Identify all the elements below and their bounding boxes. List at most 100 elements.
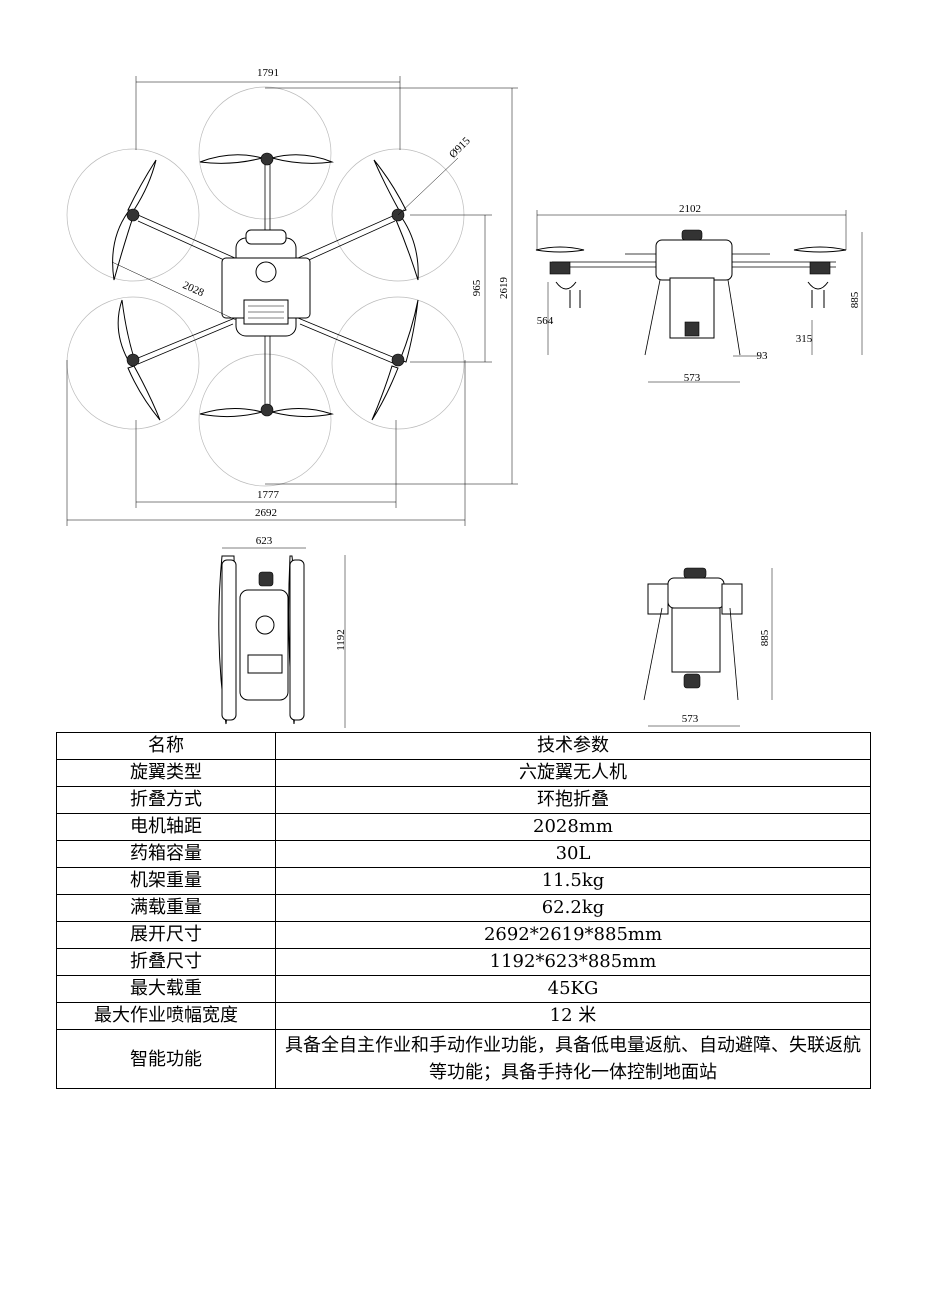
motor-icon	[549, 261, 571, 275]
dim-label-front-right: 315	[796, 333, 813, 345]
spec-value-cell: 2692*2619*885mm	[275, 921, 871, 949]
dim-line	[111, 261, 237, 321]
arm	[137, 323, 234, 365]
propeller-blade	[399, 299, 419, 363]
dim-label-folded-length: 1192	[335, 629, 347, 651]
spec-value-cell: 六旋翼无人机	[275, 759, 871, 787]
front-view-drawing: 2102 885 564 315 93 573	[535, 203, 863, 384]
arm	[137, 214, 236, 259]
side-motor-block	[721, 583, 743, 615]
arm	[297, 317, 396, 359]
arm	[299, 220, 396, 265]
propeller-blade	[112, 211, 135, 281]
arm	[137, 220, 234, 265]
spec-name-cell: 旋翼类型	[56, 759, 276, 787]
spec-value-cell: 30L	[275, 840, 871, 868]
dim-label-front-base: 573	[684, 372, 701, 384]
antenna-cap	[683, 567, 707, 579]
dim-label-height-total: 2619	[498, 277, 510, 300]
motor-icon	[126, 208, 140, 222]
spec-name-cell: 折叠尺寸	[56, 948, 276, 976]
spec-value-cell: 2028mm	[275, 813, 871, 841]
leader-line	[397, 157, 459, 216]
propeller-blade	[270, 154, 334, 164]
rotor-circle	[66, 148, 200, 282]
drone-body	[239, 589, 289, 701]
spec-value-cell: 11.5kg	[275, 867, 871, 895]
propeller-blade	[199, 408, 264, 418]
dim-label-side-base: 573	[682, 713, 699, 725]
drone-body	[667, 577, 725, 609]
dim-label-arm-span: 2028	[181, 279, 206, 299]
table-row: 满载重量 62.2kg	[56, 894, 871, 922]
arm	[137, 317, 236, 359]
dim-label-width-total: 2692	[255, 507, 277, 519]
spec-value-cell: 环抱折叠	[275, 786, 871, 814]
pump-icon	[684, 321, 700, 337]
antenna-cap	[681, 229, 703, 241]
dim-label-front-gap: 93	[757, 350, 769, 362]
spec-value-cell: 45KG	[275, 975, 871, 1003]
spec-name-cell: 展开尺寸	[56, 921, 276, 949]
dim-label-rotor-diameter: Ø915	[447, 135, 473, 161]
spray-tank	[671, 607, 721, 673]
dim-label-width-top: 1791	[257, 67, 279, 79]
propeller-blade	[535, 246, 585, 253]
dim-label-side-height: 885	[759, 629, 771, 646]
side-view-drawing: 885 573	[643, 567, 773, 727]
table-row: 机架重量 11.5kg	[56, 867, 871, 895]
propeller-blade	[127, 365, 161, 421]
motor-icon	[260, 403, 274, 417]
spec-name-cell: 机架重量	[56, 867, 276, 895]
table-row: 最大作业喷幅宽度 12 米	[56, 1002, 871, 1030]
table-row: 折叠方式 环抱折叠	[56, 786, 871, 814]
folded-arm	[289, 559, 305, 721]
nozzle-bracket	[555, 281, 581, 308]
dim-label-front-left: 564	[537, 315, 554, 327]
dim-label-height-inner: 965	[471, 279, 483, 296]
motor-icon	[809, 261, 831, 275]
dim-label-width-bottom: 1777	[257, 489, 280, 501]
propeller-blade	[117, 299, 135, 361]
propeller-blade	[395, 217, 419, 281]
nozzle-bracket	[807, 281, 829, 308]
arm	[297, 214, 396, 259]
propeller-blade	[199, 154, 264, 164]
tank-cap-icon	[255, 261, 277, 283]
propeller-blade	[793, 246, 847, 253]
landing-leg	[644, 279, 661, 356]
tank-cap-icon	[255, 615, 275, 635]
table-row: 展开尺寸 2692*2619*885mm	[56, 921, 871, 949]
propeller-blade	[270, 408, 334, 418]
spec-table-header: 名称 技术参数	[56, 732, 871, 760]
spec-value-cell: 62.2kg	[275, 894, 871, 922]
landing-leg	[643, 607, 663, 701]
landing-leg	[727, 279, 741, 356]
drone-nose	[245, 229, 287, 245]
side-motor-block	[647, 583, 669, 615]
motor-icon	[258, 571, 274, 587]
drone-body	[655, 239, 733, 281]
battery-bay	[247, 654, 283, 674]
motor-icon	[260, 152, 274, 166]
arm	[299, 323, 396, 365]
spec-name-cell: 折叠方式	[56, 786, 276, 814]
table-row: 旋翼类型 六旋翼无人机	[56, 759, 871, 787]
spec-name-cell: 满载重量	[56, 894, 276, 922]
table-row: 电机轴距 2028mm	[56, 813, 871, 841]
motor-icon	[391, 353, 405, 367]
landing-leg	[729, 607, 739, 701]
top-view-drawing: 1791 1777 2692 965 2619 2028 Ø915	[66, 67, 518, 526]
spec-table: 名称 技术参数 旋翼类型 六旋翼无人机 折叠方式 环抱折叠 电机轴距 2028m…	[56, 732, 871, 1089]
header-name-cell: 名称	[56, 732, 276, 760]
header-value-cell: 技术参数	[275, 732, 871, 760]
rotor-circle	[331, 296, 465, 430]
spec-name-cell: 智能功能	[56, 1029, 276, 1089]
table-row: 最大载重 45KG	[56, 975, 871, 1003]
spec-value-cell: 具备全自主作业和手动作业功能，具备低电量返航、自动避障、失联返航等功能；具备手持…	[275, 1029, 871, 1089]
table-row: 药箱容量 30L	[56, 840, 871, 868]
dim-label-front-height: 885	[849, 291, 861, 308]
pump-icon	[683, 673, 701, 689]
propeller-blade	[127, 159, 157, 211]
spec-value-cell: 12 米	[275, 1002, 871, 1030]
